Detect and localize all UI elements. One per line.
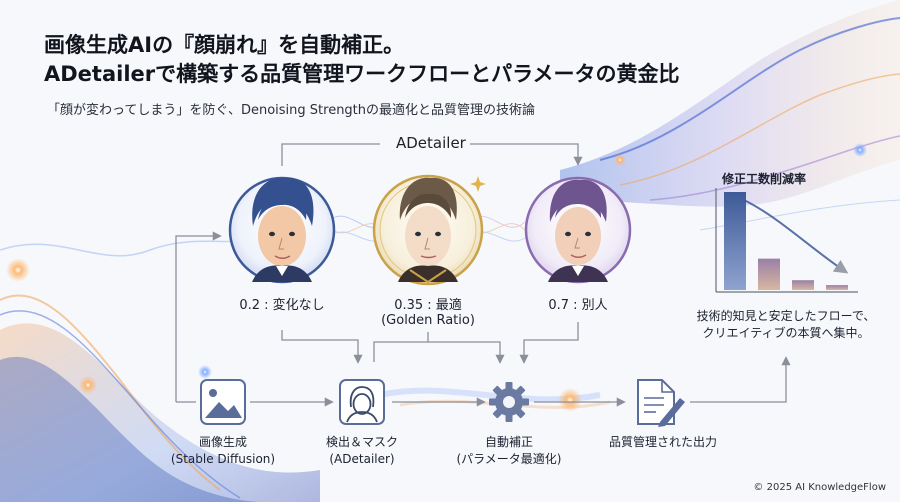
sparkle-icon bbox=[470, 176, 486, 192]
step-label-correct: 自動補正 (パラメータ最適化) bbox=[449, 434, 569, 468]
chart-bar bbox=[724, 192, 746, 290]
document-edit-icon bbox=[637, 379, 685, 427]
step-label-generate: 画像生成 (Stable Diffusion) bbox=[163, 434, 283, 468]
adetailer-loop-label: ADetailer bbox=[396, 134, 466, 152]
copyright-footer: © 2025 AI KnowledgeFlow bbox=[753, 482, 886, 493]
adetailer-loop-arrow bbox=[281, 143, 380, 166]
chart-bar bbox=[826, 285, 848, 290]
gear-icon bbox=[489, 382, 529, 422]
step-generate-title: 画像生成 bbox=[198, 435, 247, 449]
face-label-optimal: 0.35 : 最適 (Golden Ratio) bbox=[368, 294, 488, 328]
step-generate-sub: (Stable Diffusion) bbox=[170, 452, 276, 466]
chart-caption: 技術的知見と安定したフローで、 クリエイティブの本質へ集中。 bbox=[686, 308, 886, 342]
chart-bar bbox=[758, 258, 780, 290]
step-correct-sub: (パラメータ最適化) bbox=[456, 452, 562, 466]
step-correct-title: 自動補正 bbox=[484, 435, 533, 449]
reduction-chart bbox=[715, 188, 858, 293]
chart-title: 修正工数削減率 bbox=[722, 172, 807, 186]
step-detect-sub: (ADetailer) bbox=[329, 452, 395, 466]
chart-bar bbox=[792, 280, 814, 290]
face-label-low: 0.2 : 変化なし bbox=[239, 298, 325, 313]
step-output-title: 品質管理された出力 bbox=[608, 435, 717, 449]
face-label-high: 0.7 : 別人 bbox=[548, 298, 608, 313]
page-subtitle: 「顔が変わってしまう」を防ぐ、Denoising Strengthの最適化と品質… bbox=[47, 103, 536, 118]
face-mask-icon bbox=[339, 379, 385, 425]
step-label-output: 品質管理された出力 bbox=[598, 434, 728, 451]
page-title-line2: ADetailerで構築する品質管理ワークフローとパラメータの黄金比 bbox=[44, 62, 680, 86]
chart-caption-line1: 技術的知見と安定したフローで、 bbox=[696, 309, 876, 323]
page-title-line1: 画像生成AIの『顔崩れ』を自動補正。 bbox=[44, 33, 405, 57]
image-icon bbox=[200, 379, 246, 425]
face-label-optimal-value: 0.35 : 最適 bbox=[394, 298, 462, 313]
step-label-detect: 検出＆マスク (ADetailer) bbox=[312, 434, 412, 468]
face-0.35-golden-ratio bbox=[372, 174, 484, 286]
face-0.7-different-person bbox=[524, 176, 632, 284]
step-detect-title: 検出＆マスク bbox=[325, 435, 398, 449]
chart-caption-line2: クリエイティブの本質へ集中。 bbox=[702, 326, 870, 340]
face-label-optimal-note: (Golden Ratio) bbox=[381, 313, 475, 328]
face-0.2-no-change bbox=[228, 176, 336, 284]
